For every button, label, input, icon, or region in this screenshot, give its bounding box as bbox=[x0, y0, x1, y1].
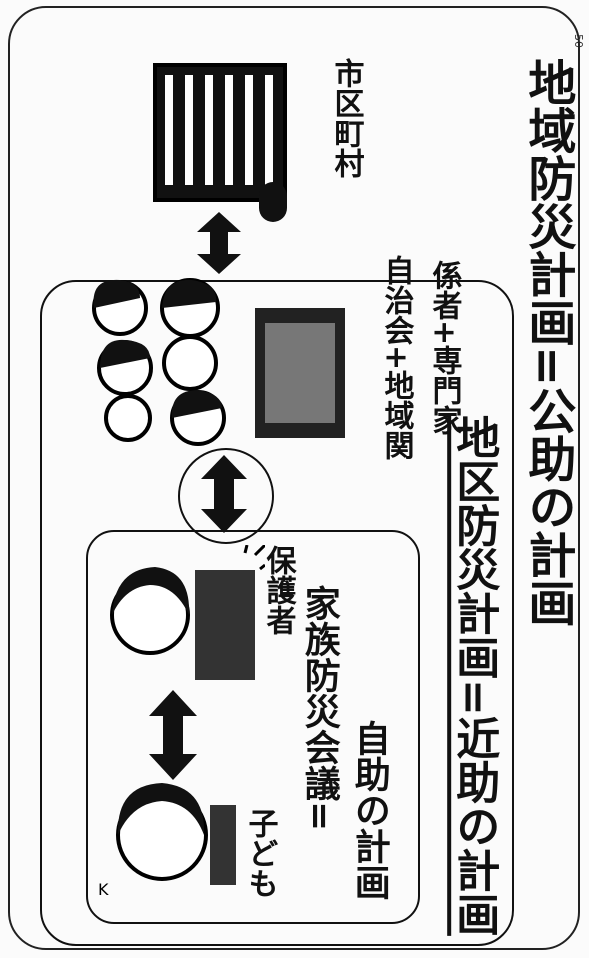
family-meeting-label: 家族防災会議= bbox=[298, 585, 340, 832]
community-label-1: 自治会+地域関 bbox=[378, 255, 414, 461]
guardian-illustration bbox=[95, 543, 267, 695]
municipality-label: 市区町村 bbox=[328, 58, 364, 178]
outer-frame bbox=[8, 6, 580, 950]
double-arrow-icon bbox=[200, 455, 248, 533]
district-plan-label: 地区防災計画=近助の計画 bbox=[448, 415, 500, 936]
district-frame bbox=[40, 280, 514, 946]
child-illustration: K bbox=[92, 765, 242, 910]
community-label-2: 係者+専門家 bbox=[426, 260, 462, 436]
municipal-building-icon bbox=[150, 55, 300, 205]
connector-circle bbox=[178, 448, 274, 544]
community-group-illustration bbox=[80, 268, 350, 448]
double-arrow-icon bbox=[196, 212, 242, 274]
guardian-label: 保護者 bbox=[260, 545, 296, 635]
building-entrance-icon bbox=[255, 180, 291, 224]
kids-label: 子ども bbox=[242, 808, 278, 898]
svg-text:K: K bbox=[98, 880, 109, 899]
self-help-plan-label: 自助の計画 bbox=[348, 720, 390, 900]
double-arrow-icon bbox=[148, 690, 198, 780]
regional-plan-label: 地域防災計画=公助の計画 bbox=[519, 58, 576, 627]
